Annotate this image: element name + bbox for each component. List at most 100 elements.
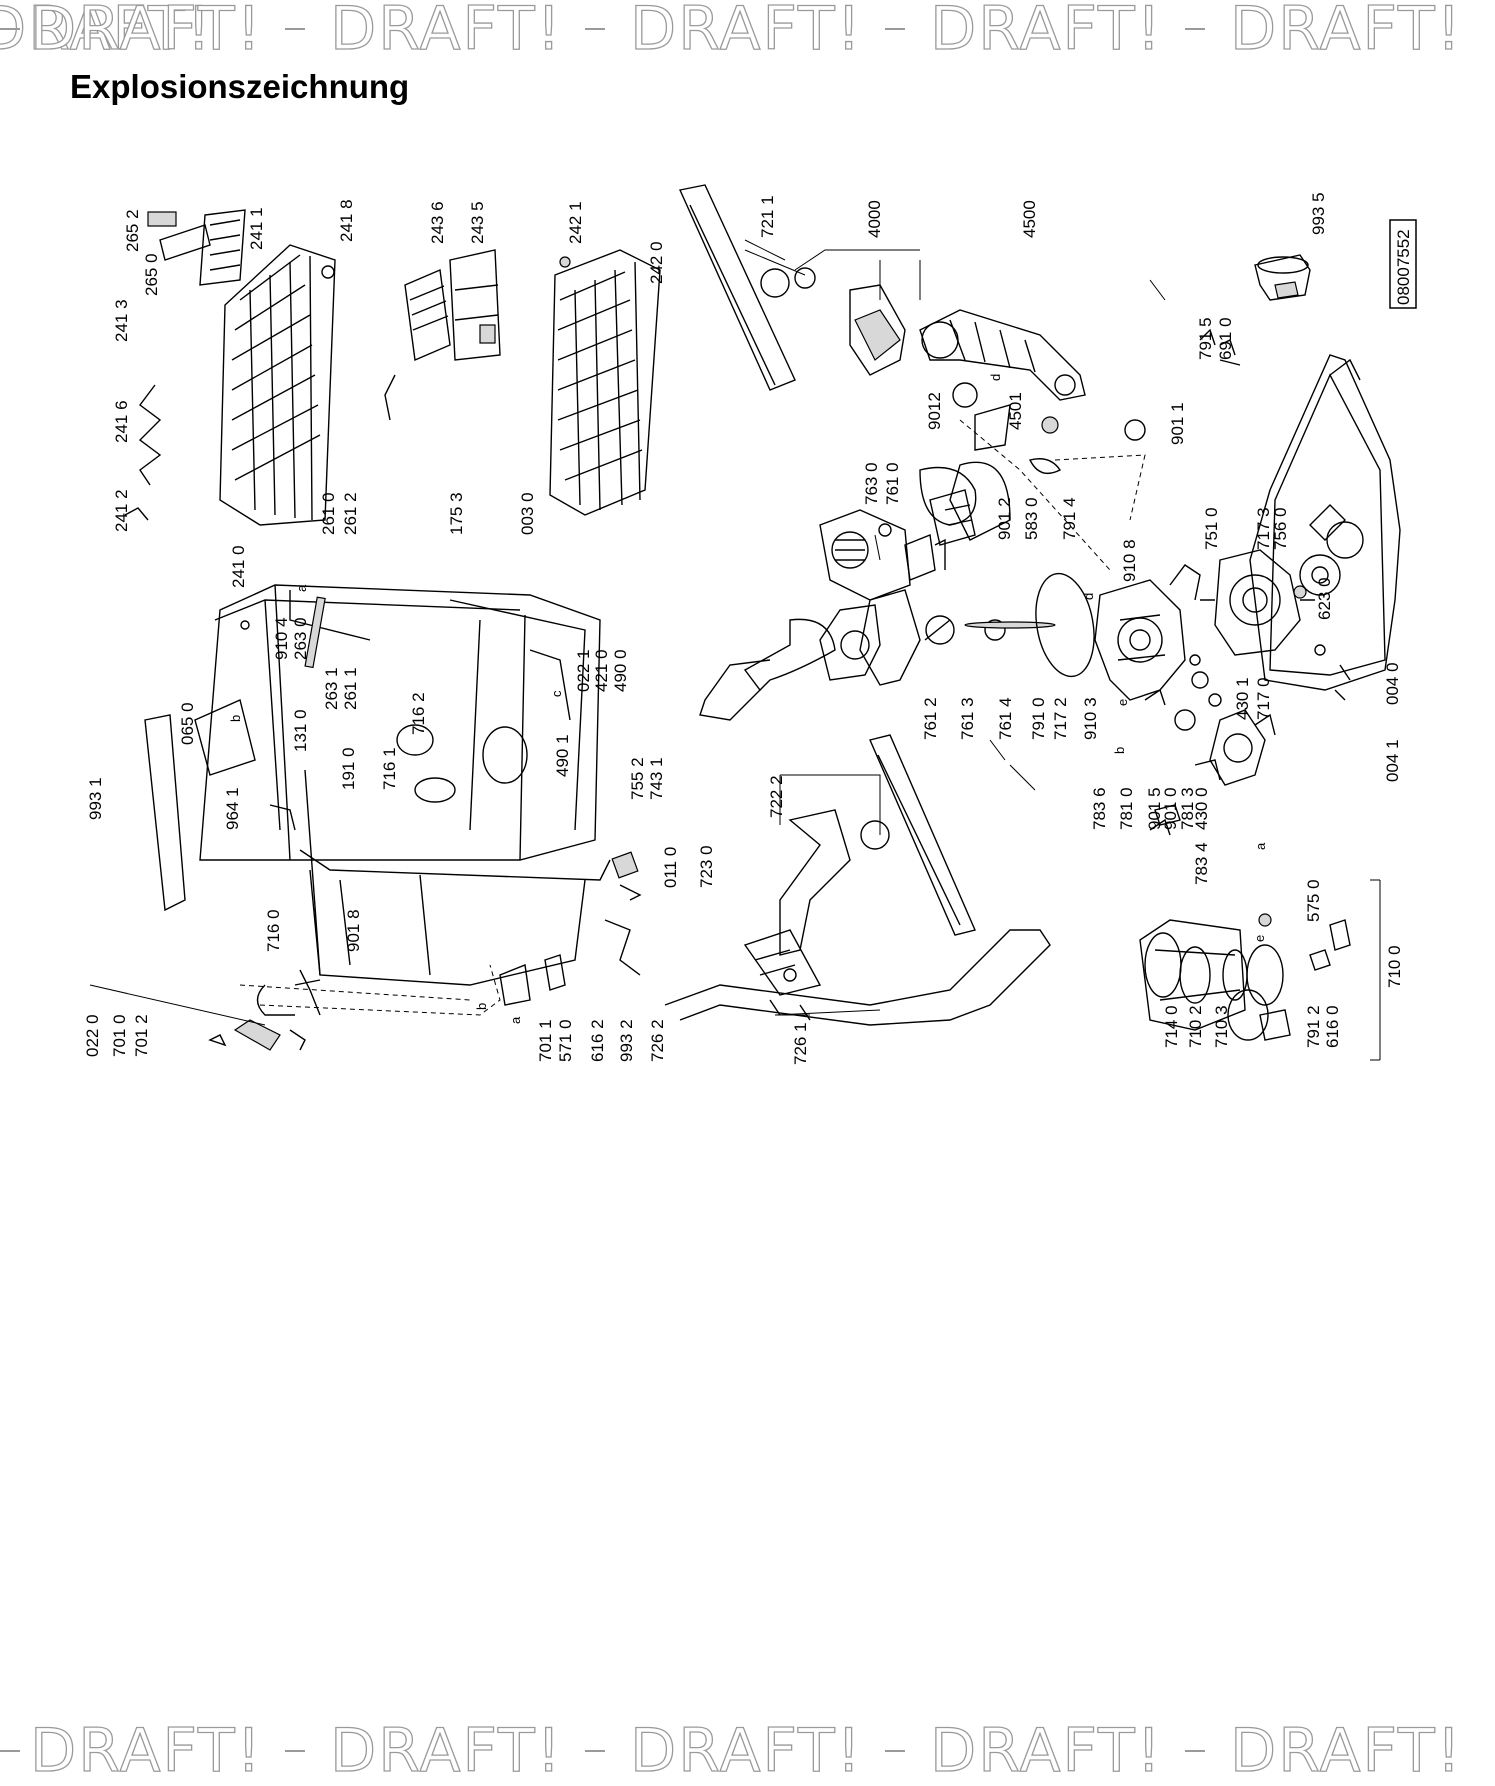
inlet-valve-group <box>208 851 642 1051</box>
part-label: 701 0 <box>110 1014 129 1057</box>
part-label: 691 0 <box>1216 317 1235 360</box>
marker-a: a <box>508 1016 523 1024</box>
watermark-dash <box>285 1750 305 1752</box>
part-label: 743 1 <box>647 757 666 800</box>
watermark-dash <box>585 1750 605 1752</box>
part-label: 065 0 <box>178 702 197 745</box>
draft-watermark-bottom: DRAFT! DRAFT! DRAFT! DRAFT! DRAFT! <box>0 1722 1495 1782</box>
part-label: 430 1 <box>1233 677 1252 720</box>
part-label: 993 1 <box>86 777 105 820</box>
part-label: 716 1 <box>380 747 399 790</box>
rinse-aid-cap <box>1254 254 1311 301</box>
drain-pump <box>1149 549 1315 836</box>
base-tray <box>1199 328 1401 701</box>
upper-spray-arm <box>679 184 816 391</box>
watermark-dash <box>885 1750 905 1752</box>
part-label: 716 0 <box>264 909 283 952</box>
draft-watermark-text: DRAFT! <box>929 1722 1163 1782</box>
watermark-dash <box>585 28 605 30</box>
part-label: 242 1 <box>566 201 585 244</box>
part-label: 726 1 <box>791 1022 810 1065</box>
part-label: 265 0 <box>142 253 161 296</box>
part-label: 755 2 <box>628 757 647 800</box>
part-label: 241 8 <box>337 199 356 242</box>
part-label: 623 0 <box>1315 577 1334 620</box>
part-label: 261 1 <box>341 667 360 710</box>
part-label: 265 2 <box>123 209 142 252</box>
part-label: 964 1 <box>223 787 242 830</box>
part-label: 716 2 <box>409 692 428 735</box>
part-labels: 265 2 265 0 241 1 241 8 241 3 241 6 241 … <box>83 192 1404 1065</box>
water-pipe <box>664 929 1051 1026</box>
document-id-box: 08007552 <box>1389 219 1417 309</box>
part-label: 022 0 <box>83 1014 102 1057</box>
draft-watermark-text: DRAFT! <box>629 0 863 60</box>
part-label: 761 3 <box>958 697 977 740</box>
part-label: 781 0 <box>1117 787 1136 830</box>
part-label: 901 5 <box>1145 787 1164 830</box>
draft-watermark-text: DRAFT! <box>329 0 563 60</box>
part-label: 791 0 <box>1029 697 1048 740</box>
marker-b: b <box>1112 747 1127 754</box>
part-label: 701 2 <box>132 1014 151 1057</box>
marker-e: e <box>1115 699 1130 706</box>
circulation-pump-group <box>849 284 1146 571</box>
marker-a: a <box>1253 842 1268 850</box>
cutlery-basket <box>404 249 501 362</box>
draft-watermark-text: DRAFT! <box>329 1722 563 1782</box>
part-label: 241 1 <box>247 207 266 250</box>
part-label: 241 6 <box>112 400 131 443</box>
sump-assembly <box>699 564 1222 731</box>
part-label: 241 0 <box>229 545 248 588</box>
draft-watermark-text: DRAFT! <box>1229 1722 1463 1782</box>
part-label: 4501 <box>1006 392 1025 430</box>
part-label: 723 0 <box>697 845 716 888</box>
part-label: 131 0 <box>291 709 310 752</box>
part-label: 9012 <box>925 392 944 430</box>
part-label: 791 5 <box>1196 317 1215 360</box>
marker-a: a <box>294 584 309 592</box>
draft-watermark-top: DRAFT! DRAFT! DRAFT! DRAFT! DRAFT! DRAFT… <box>0 0 1495 60</box>
part-label: 003 0 <box>518 492 537 535</box>
watermark-dash <box>285 28 305 30</box>
part-label: 717 2 <box>1051 697 1070 740</box>
part-label: 175 3 <box>447 492 466 535</box>
part-label: 583 0 <box>1022 497 1041 540</box>
part-label: 616 0 <box>1323 1005 1342 1048</box>
watermark-dash <box>885 28 905 30</box>
part-label: 763 0 <box>862 462 881 505</box>
part-label: 490 0 <box>611 649 630 692</box>
marker-e: e <box>1252 935 1267 942</box>
draft-watermark-text: DRAFT! <box>29 0 263 60</box>
part-label: 783 6 <box>1090 787 1109 830</box>
part-label: 261 0 <box>319 492 338 535</box>
marker-d: d <box>1081 593 1096 600</box>
part-label: 241 2 <box>112 489 131 532</box>
part-label: 791 2 <box>1304 1005 1323 1048</box>
letter-markers: a b b c a d d e b e a <box>228 374 1268 1024</box>
tub-cabinet <box>144 374 611 986</box>
part-label: 575 0 <box>1304 879 1323 922</box>
part-label: 616 2 <box>588 1019 607 1062</box>
part-label: 783 4 <box>1192 842 1211 885</box>
part-label: 4500 <box>1020 200 1039 238</box>
part-label: 901 1 <box>1168 402 1187 445</box>
part-label: 717 0 <box>1254 677 1273 720</box>
detergent-dispenser <box>1139 913 1351 1041</box>
part-label: 726 2 <box>648 1019 667 1062</box>
part-label: 241 3 <box>112 299 131 342</box>
marker-d: d <box>988 374 1003 381</box>
part-label: 756 0 <box>1271 507 1290 550</box>
page-title: Explosionszeichnung <box>70 68 410 105</box>
part-label: 714 0 <box>1162 1005 1181 1048</box>
part-label: 191 0 <box>339 747 358 790</box>
marker-b: b <box>474 1003 489 1010</box>
watermark-dash <box>1185 1750 1205 1752</box>
part-label: 910 8 <box>1120 539 1139 582</box>
part-label: 901 0 <box>1161 787 1180 830</box>
part-label: 710 3 <box>1212 1005 1231 1048</box>
part-label: 791 4 <box>1060 497 1079 540</box>
lower-spray-arm <box>743 734 976 996</box>
part-label: 4000 <box>865 200 884 238</box>
watermark-dash <box>0 1750 20 1752</box>
